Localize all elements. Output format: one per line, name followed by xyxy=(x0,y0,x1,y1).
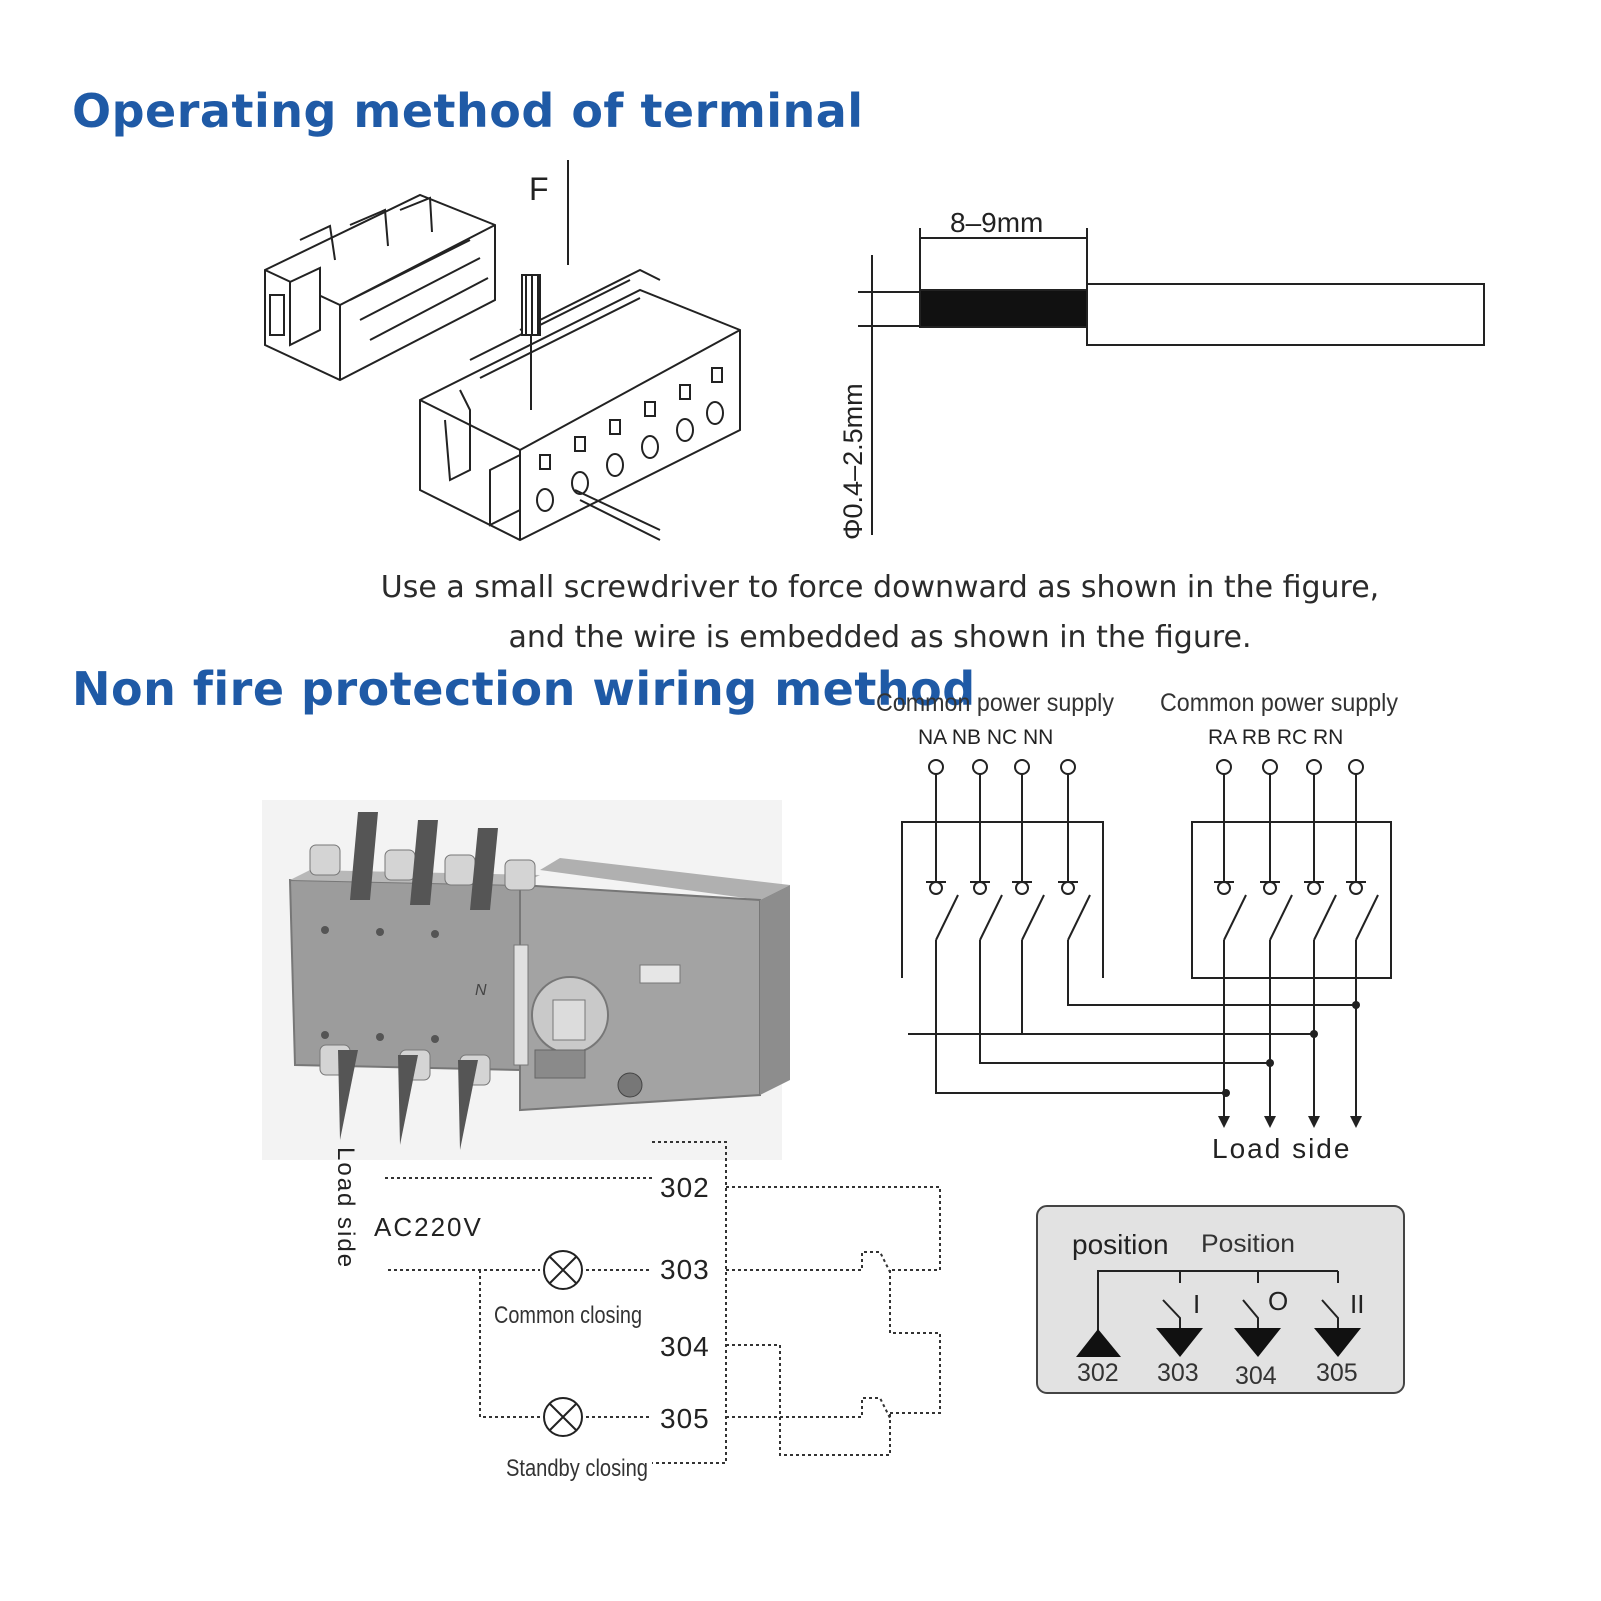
position-terminal-304: 304 xyxy=(1235,1362,1277,1390)
position-title-lower: position xyxy=(1072,1229,1169,1260)
terminal-303-label: 303 xyxy=(660,1254,710,1285)
position-terminal-302: 302 xyxy=(1077,1359,1119,1387)
common-terminal-labels: NA NB NC NN xyxy=(918,726,1053,749)
position-legend-box xyxy=(1036,1205,1405,1394)
wire-diameter-label: Φ0.4–2.5mm xyxy=(838,383,868,540)
caption-line-2: and the wire is embedded as shown in the… xyxy=(508,620,1252,655)
standby-closing-lamp xyxy=(543,1397,583,1437)
common-closing-lamp xyxy=(543,1250,583,1290)
terminal-302-label: 302 xyxy=(660,1172,710,1203)
position-label-o: O xyxy=(1268,1286,1288,1316)
load-arrows xyxy=(1218,1116,1362,1128)
heading-operating-method: Operating method of terminal xyxy=(72,84,864,138)
caption-line-1: Use a small screwdriver to force downwar… xyxy=(380,570,1380,605)
junction-dots xyxy=(1222,1001,1360,1097)
control-wiring-lines xyxy=(385,1141,941,1464)
single-line-diagram xyxy=(901,759,1392,1120)
position-label-i: I xyxy=(1193,1289,1200,1319)
position-terminal-303: 303 xyxy=(1157,1359,1199,1387)
force-label: F xyxy=(529,171,549,207)
control-load-side-label: Load side xyxy=(332,1147,359,1269)
position-label-ii: II xyxy=(1350,1289,1364,1319)
strip-length-label: 8–9mm xyxy=(950,207,1043,238)
standby-terminal-labels: RA RB RC RN xyxy=(1208,726,1343,749)
svg-text:N: N xyxy=(475,982,487,999)
common-supply-label: Common power supply xyxy=(876,689,1114,717)
terminal-304-label: 304 xyxy=(660,1331,710,1362)
heading-wiring-method: Non fire protection wiring method xyxy=(72,662,976,716)
standby-supply-label: Common power supply xyxy=(1160,689,1398,717)
transfer-switch-device: N xyxy=(262,800,790,1160)
position-terminal-305: 305 xyxy=(1316,1359,1358,1387)
terminal-305-label: 305 xyxy=(660,1403,710,1434)
load-side-label: Load side xyxy=(1212,1133,1351,1164)
wire-strip-figure xyxy=(858,228,1485,535)
terminal-block-illustration xyxy=(264,160,741,542)
voltage-label: AC220V xyxy=(374,1212,483,1242)
standby-closing-label: Standby closing xyxy=(506,1455,648,1482)
position-title-upper: Position xyxy=(1201,1230,1295,1258)
common-closing-label: Common closing xyxy=(494,1302,642,1329)
